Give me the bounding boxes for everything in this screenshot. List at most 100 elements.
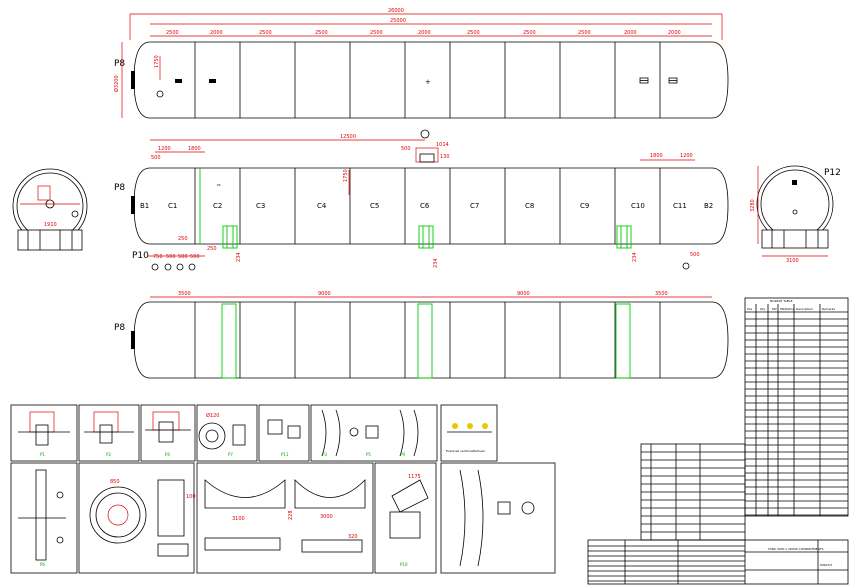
compartment-label: C5 (370, 202, 379, 210)
bottom-dim: 500 (166, 254, 176, 260)
detail-label-p4: P4 (165, 452, 170, 457)
top-vessel-outline (133, 41, 729, 119)
flange-left-side (131, 196, 135, 214)
bottom-dim-234: 234 (433, 258, 439, 268)
top-segment-dims: 2500 2000 2500 2500 2500 2000 2500 2500 … (166, 30, 681, 36)
bottom-dim: 750 (153, 254, 163, 260)
detail-label-p1: P1 (40, 452, 45, 457)
segment-dim: 2000 (418, 30, 431, 36)
manhole-dim: 12500 (340, 134, 356, 140)
detail-dim-850: 850 (110, 479, 120, 485)
dim-right-1: 1800 (650, 153, 663, 159)
top-dim-a: 500 (401, 146, 411, 152)
end-view-right: P12 3280 3100 (750, 165, 841, 264)
p10-dim: 1175 (408, 474, 421, 480)
saddle-width-2: 3000 (320, 514, 333, 520)
dim-right-2: 1200 (680, 153, 693, 159)
table-header: Description (796, 307, 813, 311)
ladder (222, 225, 238, 249)
compartment-label: C7 (470, 202, 479, 210)
compartment-label: C3 (256, 202, 265, 210)
drawing-title: TANK 3200 x 26000 COMPARTMENTS (767, 547, 824, 551)
diameter-label: Ø3200 (113, 75, 120, 92)
detail-dim-d120: Ø120 (206, 412, 219, 419)
detail-label-p10: P10 (400, 562, 408, 567)
bottom-vessel-outline (133, 301, 729, 379)
detail-label-p2: P2 (106, 452, 111, 457)
bottom-view-dim: 9000 (517, 291, 530, 297)
compartment-label: C10 (631, 202, 645, 210)
revision-rows (641, 451, 745, 541)
top-p8-label: P8 (114, 59, 125, 69)
bottom-view-dim: 3500 (655, 291, 668, 297)
compartment-label: C6 (420, 202, 430, 210)
detail-dim-100: 100 (186, 494, 196, 500)
segment-dim: 2000 (668, 30, 681, 36)
end-left-dim: 1910 (44, 222, 57, 228)
overall-length-label: 26000 (388, 8, 404, 14)
bottom-dim-234: 234 (236, 252, 242, 262)
detail-label-p7: P7 (228, 452, 233, 457)
ladder (616, 225, 632, 249)
table-header: Pos (747, 307, 753, 311)
top-view: 26000 25000 2500 2000 2500 2500 2500 200… (113, 8, 729, 119)
compartment-lines (194, 168, 661, 244)
head-left-label: B1 (140, 202, 149, 210)
compartment-label: C8 (525, 202, 534, 210)
p10-label: P10 (132, 251, 149, 261)
segment-dim: 2500 (523, 30, 536, 36)
segment-dim: 2500 (467, 30, 480, 36)
bottom-dim-234: 234 (632, 252, 638, 262)
drawing-number: DW03/3 (820, 563, 832, 567)
title-block-rows (588, 545, 745, 582)
bottom-p8-label: P8 (114, 323, 125, 333)
nozzle-table-rows (745, 311, 848, 516)
center-mark: + (425, 78, 431, 86)
detail-label-p5: P5 (366, 452, 371, 457)
side-vessel-outline (133, 167, 729, 245)
shell-length-label: 25000 (390, 18, 406, 24)
bottom-view-dim: 9000 (318, 291, 331, 297)
saddle-width-1: 3100 (232, 516, 245, 522)
compartment-label: C9 (580, 202, 589, 210)
table-header: Remarks (822, 307, 836, 311)
revision-table (640, 443, 746, 541)
detail-label-p11: P11 (281, 452, 289, 457)
side-p8-label: P8 (114, 183, 125, 193)
top-nozzle-dim: 1014 (436, 142, 449, 148)
segment-dim: 2500 (315, 30, 328, 36)
detail-note: Eventual ventil ketterhaar (446, 449, 486, 453)
bottom-dim-right: 500 (690, 252, 700, 258)
title-block: TANK 3200 x 26000 COMPARTMENTS DW03/3 (587, 539, 849, 585)
nozzle-table-headers: Pos Qty DN PN/Rating Description Remarks (747, 307, 836, 311)
end-right-dim-w: 3100 (786, 258, 799, 264)
detail-label-p9: P9 (400, 452, 405, 457)
bottom-view: 3500 9000 9000 3500 P8 (114, 291, 729, 379)
top-dim-b: 130 (440, 154, 450, 160)
nozzle-table[interactable]: NOZZLE TABLE Pos Qty DN PN/Rating Descri… (744, 297, 849, 517)
compartment-label: C11 (673, 202, 687, 210)
manhole-mark (175, 79, 182, 83)
nozzle-table-title: NOZZLE TABLE (770, 299, 793, 303)
segment-dim: 2500 (578, 30, 591, 36)
compartment-labels: C1 C2 C3 C4 C5 C6 C7 C8 C9 C10 C11 (168, 202, 687, 210)
saddle-height: 228 (288, 510, 294, 520)
table-header: Qty (760, 307, 766, 311)
end-view-left: 1910 (12, 168, 88, 251)
segment-dim: 2500 (166, 30, 179, 36)
dim-left-2: 1800 (188, 146, 201, 152)
vertical-dim: 1750 (343, 169, 349, 182)
compartment-label: C1 (168, 202, 177, 210)
detail-panels: P1 P2 P4 Ø120 P7 P11 P3 P5 P9 Eventual v… (10, 404, 556, 574)
segment-dim: 2500 (370, 30, 383, 36)
segment-dim: 2500 (259, 30, 272, 36)
segment-dim: 2000 (210, 30, 223, 36)
flange-left (131, 71, 135, 89)
end-right-dim-h: 3280 (750, 199, 756, 212)
top-segment-lines (194, 42, 661, 118)
segment-dim: 2000 (624, 30, 637, 36)
manhole-mark (209, 79, 216, 83)
table-header: DN (772, 307, 777, 311)
compartment-label: C4 (317, 202, 327, 210)
